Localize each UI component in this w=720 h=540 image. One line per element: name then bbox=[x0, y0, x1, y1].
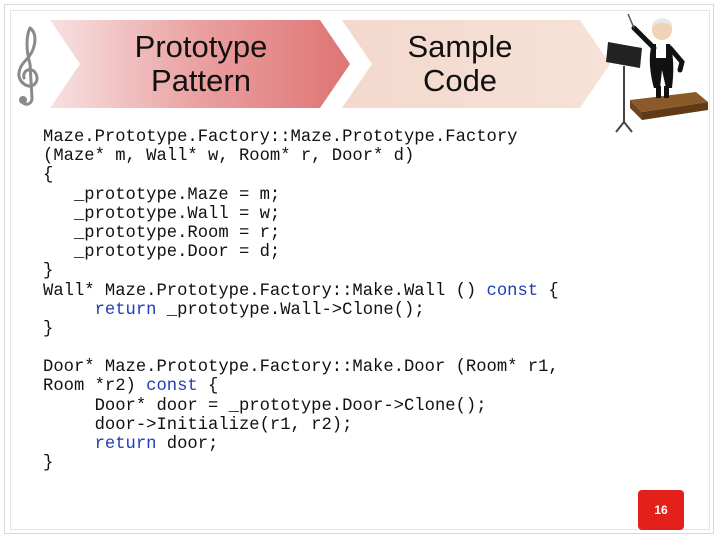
code-text: { bbox=[538, 281, 559, 301]
slide-inner-frame bbox=[10, 10, 710, 530]
tab-title-prototype-pattern: Prototype Pattern bbox=[106, 30, 296, 98]
code-line: (Maze* m, Wall* w, Room* r, Door* d) bbox=[43, 147, 415, 167]
code-keyword: return bbox=[94, 435, 157, 454]
code-text: { bbox=[197, 377, 219, 397]
slide-frame bbox=[4, 4, 714, 534]
tab-prototype-pattern bbox=[50, 20, 350, 108]
tab-title-line: Sample bbox=[407, 29, 513, 64]
code-keyword: const bbox=[146, 377, 198, 397]
code-line: _prototype.Wall = w; bbox=[43, 204, 281, 224]
code-line: return door; bbox=[43, 435, 663, 454]
code-line: Door* Maze.Prototype.Factory::Make.Door … bbox=[43, 358, 559, 378]
code-line: } bbox=[43, 262, 54, 282]
treble-clef-icon bbox=[17, 26, 39, 106]
code-block: Maze.Prototype.Factory::Maze.Prototype.F… bbox=[43, 128, 663, 473]
code-text bbox=[43, 301, 95, 320]
tab-title-line: Pattern bbox=[151, 63, 251, 98]
code-line: door->Initialize(r1, r2); bbox=[43, 415, 353, 435]
header-band bbox=[50, 20, 610, 108]
tab-title-line: Prototype bbox=[134, 29, 268, 64]
code-keyword: const bbox=[486, 281, 539, 301]
code-text: door; bbox=[156, 435, 219, 454]
code-line: Door* door = _prototype.Door->Clone(); bbox=[43, 396, 487, 416]
code-text: _prototype.Wall->Clone(); bbox=[156, 300, 425, 320]
tab-title-sample-code: Sample Code bbox=[370, 30, 550, 98]
tab-title-line: Code bbox=[422, 63, 498, 98]
code-line: Room *r2) const { bbox=[43, 377, 663, 396]
code-line: Wall* Maze.Prototype.Factory::Make.Wall … bbox=[43, 282, 663, 301]
page-number-badge: 16 bbox=[638, 490, 684, 530]
code-text: Wall* Maze.Prototype.Factory::Make.Wall … bbox=[43, 281, 487, 301]
code-line: } bbox=[43, 319, 54, 339]
code-line: _prototype.Room = r; bbox=[43, 223, 281, 243]
code-line: { bbox=[43, 166, 54, 186]
code-line: return _prototype.Wall->Clone(); bbox=[43, 301, 663, 320]
code-line: _prototype.Door = d; bbox=[43, 243, 281, 263]
code-line: Maze.Prototype.Factory::Maze.Prototype.F… bbox=[43, 128, 518, 147]
code-text bbox=[43, 435, 95, 454]
tab-sample-code bbox=[342, 20, 610, 108]
code-text: Room *r2) bbox=[43, 377, 147, 397]
code-keyword: return bbox=[94, 300, 157, 320]
code-line bbox=[43, 339, 663, 358]
conductor-figure-icon bbox=[606, 13, 708, 133]
code-line: _prototype.Maze = m; bbox=[43, 185, 281, 205]
code-line: } bbox=[43, 454, 54, 474]
